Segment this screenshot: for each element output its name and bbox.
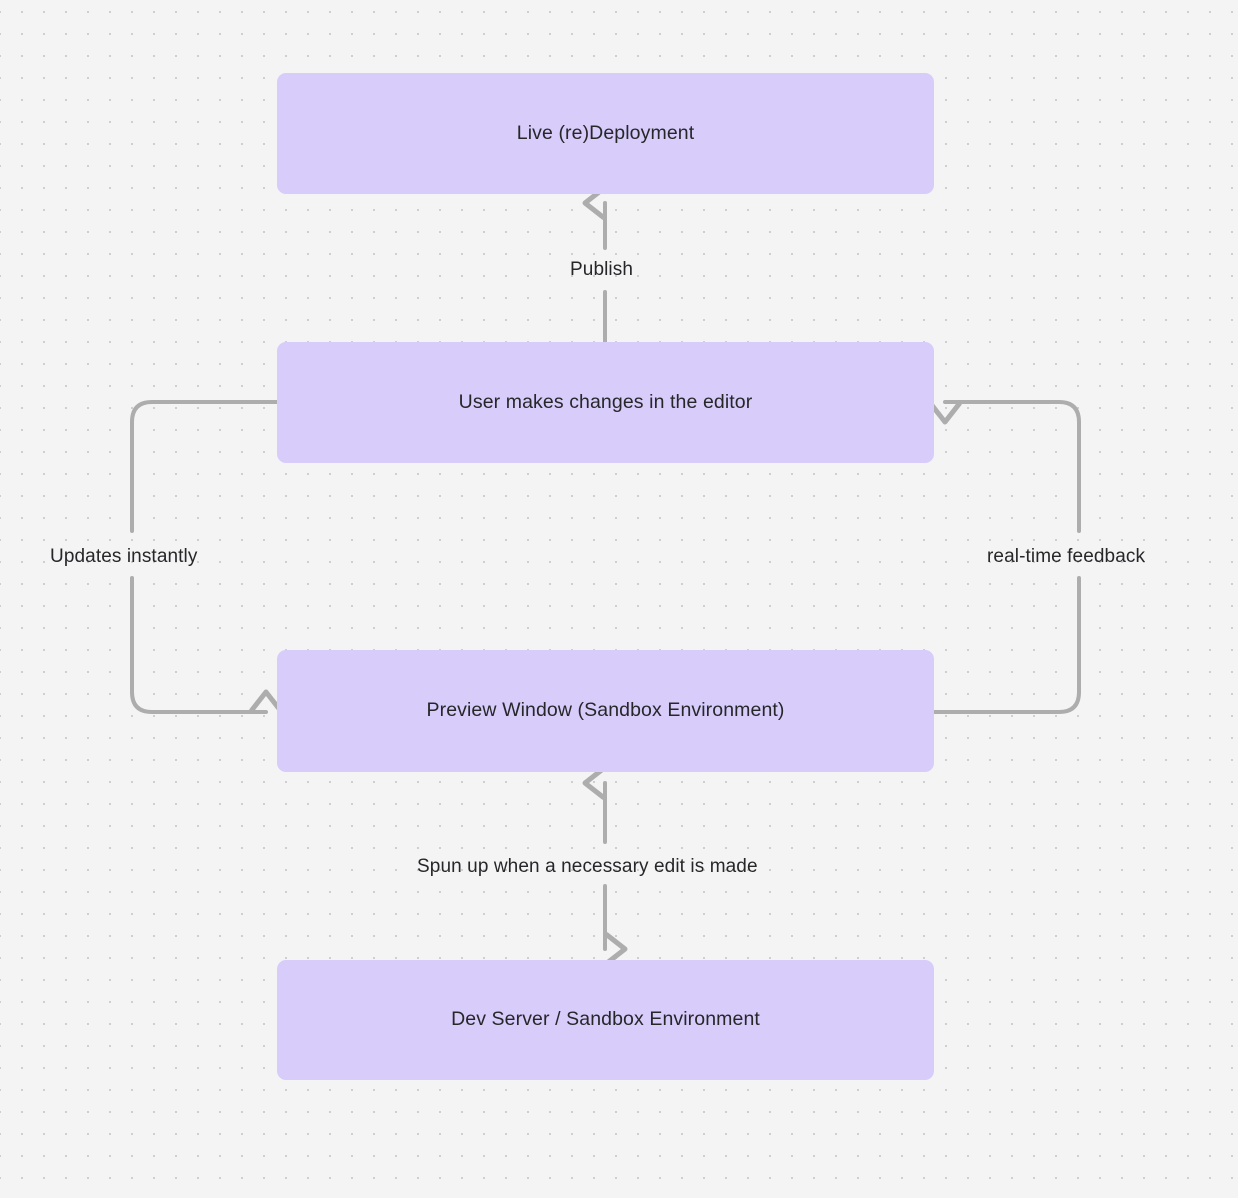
edge-label-real-time-feedback: real-time feedback [987, 546, 1146, 567]
node-live-deployment-label: Live (re)Deployment [516, 121, 695, 144]
node-dev-server[interactable]: Dev Server / Sandbox Environment [277, 960, 934, 1080]
node-user-edits[interactable]: User makes changes in the editor [277, 342, 934, 463]
edge-label-spun-up: Spun up when a necessary edit is made [417, 856, 758, 877]
node-preview-window-label: Preview Window (Sandbox Environment) [426, 699, 785, 722]
edge-label-publish: Publish [570, 259, 634, 280]
node-user-edits-label: User makes changes in the editor [458, 390, 753, 413]
edge-label-updates-instantly: Updates instantly [50, 546, 198, 567]
node-live-deployment[interactable]: Live (re)Deployment [277, 73, 934, 194]
node-preview-window[interactable]: Preview Window (Sandbox Environment) [277, 650, 934, 772]
node-dev-server-label: Dev Server / Sandbox Environment [451, 1008, 760, 1031]
